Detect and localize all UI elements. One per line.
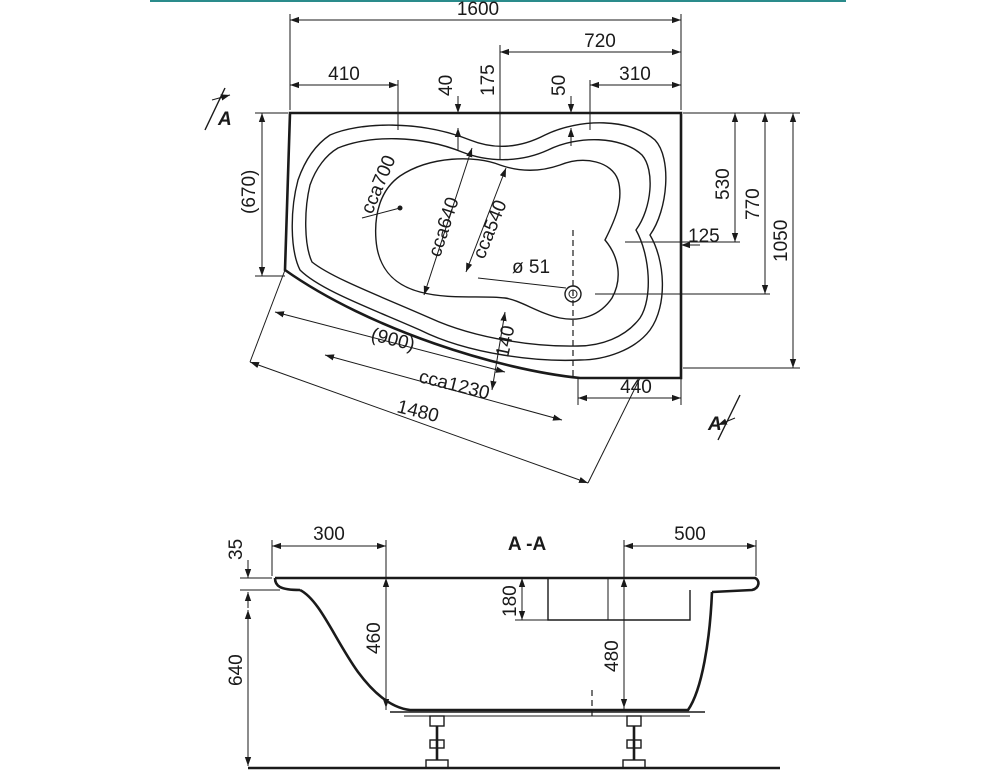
section-mark-line-bottom [717, 394, 741, 441]
label-310: 310 [619, 64, 651, 85]
label-770: 770 [743, 188, 764, 220]
label-530: 530 [713, 168, 734, 200]
section-tub-body [299, 588, 714, 712]
label-900: (900) [369, 324, 417, 355]
label-1600: 1600 [457, 0, 499, 20]
label-125: 125 [688, 226, 720, 247]
label-500: 500 [674, 524, 706, 545]
label-35: 35 [226, 539, 247, 560]
label-cca700: cca700 [357, 152, 400, 217]
label-480: 480 [602, 640, 623, 672]
label-cca640: cca640 [425, 195, 464, 260]
section-mark-label-top: A [217, 109, 232, 130]
label-1480: 1480 [395, 396, 441, 427]
section-seat [547, 578, 691, 621]
plan-view: 1600 720 410 310 40 175 50 A A (670) [204, 0, 800, 484]
section-title: A -A [508, 534, 547, 555]
dim-line-1480 [249, 361, 589, 484]
label-640: 640 [226, 654, 247, 686]
plan-bowl-bottom [374, 158, 621, 320]
section-rim [275, 576, 760, 594]
label-440: 440 [620, 377, 652, 398]
label-cca540: cca540 [469, 197, 511, 262]
label-50: 50 [549, 75, 570, 96]
label-drain-dia: ø 51 [512, 257, 550, 278]
label-410: 410 [328, 64, 360, 85]
section-left-rim [273, 577, 301, 592]
plan-bowl-outer [291, 122, 667, 361]
leader-drain [477, 277, 567, 289]
section-mark-arrow-top [211, 94, 231, 101]
label-175: 175 [478, 64, 499, 96]
label-cca1230: cca1230 [417, 366, 492, 404]
dim-line-cca540 [465, 167, 507, 273]
leg-right [622, 715, 646, 769]
leg-left [425, 715, 449, 769]
label-670: (670) [239, 170, 260, 214]
leader-dot-cca700 [397, 205, 403, 211]
label-720: 720 [584, 31, 616, 52]
dim-line-cca640 [423, 147, 473, 296]
leader-cca700 [361, 207, 401, 219]
label-460: 460 [364, 622, 385, 654]
label-1050: 1050 [771, 220, 792, 262]
label-40: 40 [436, 75, 457, 96]
plan-bowl-ridge [305, 138, 651, 347]
label-300: 300 [313, 524, 345, 545]
label-180: 180 [500, 585, 521, 617]
ext-1480-left [249, 269, 286, 363]
section-view: A -A 300 [226, 524, 780, 770]
section-mark-arrow-bottom [717, 417, 736, 426]
label-140: 140 [492, 324, 519, 359]
section-mark-label-bottom: A [707, 414, 722, 435]
